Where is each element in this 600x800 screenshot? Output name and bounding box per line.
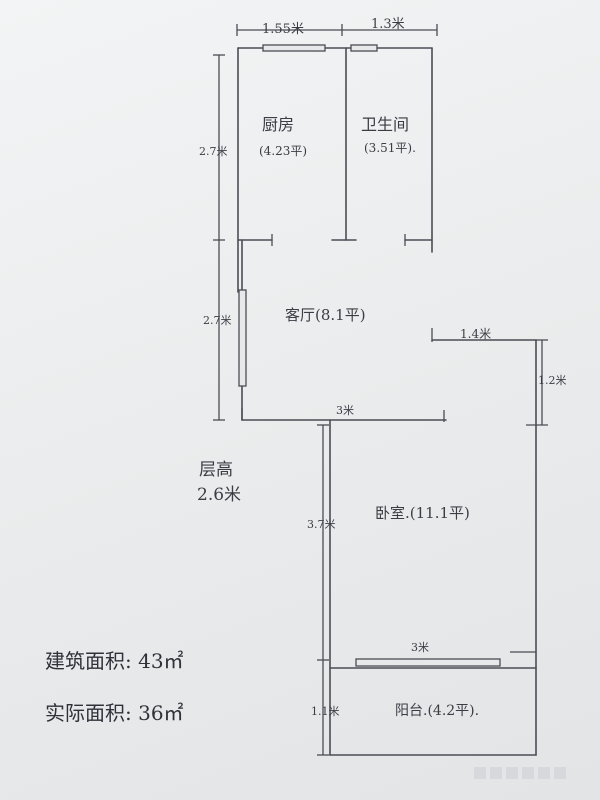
- dim-bath-width: 1.3米: [371, 17, 405, 32]
- watermark-block-5: [538, 767, 550, 779]
- watermark-block-6: [554, 767, 566, 779]
- dim-balcony-top-width: 1.4米: [460, 327, 491, 341]
- kitchen-window: [262, 44, 326, 52]
- room-bath-area: (3.51平).: [364, 141, 416, 155]
- balcony-door: [355, 658, 501, 667]
- ceiling-height-value: 2.6米: [197, 485, 241, 505]
- room-balcony-label: 阳台.(4.2平).: [395, 703, 479, 719]
- dimension-lines: [213, 24, 548, 756]
- dim-living-height: 2.7米: [203, 314, 232, 327]
- built-area-text: 建筑面积: 43㎡: [45, 649, 184, 673]
- actual-area-text: 实际面积: 36㎡: [45, 701, 184, 725]
- dim-bedroom-right-height: 1.2米: [538, 374, 567, 387]
- dim-bedroom-height: 3.7米: [307, 518, 336, 531]
- room-living-label: 客厅(8.1平): [285, 306, 366, 324]
- dim-kitchen-width: 1.55米: [262, 22, 304, 37]
- dim-kitchen-height: 2.7米: [199, 145, 228, 158]
- room-bedroom-label: 卧室.(11.1平): [375, 504, 470, 522]
- room-kitchen-area: (4.23平): [259, 144, 307, 158]
- bath-window: [350, 44, 378, 52]
- living-left-window: [238, 289, 247, 387]
- room-bath-name: 卫生间: [361, 115, 409, 134]
- room-kitchen-name: 厨房: [262, 115, 294, 134]
- walls-lower: [329, 419, 537, 756]
- watermark-block-1: [474, 767, 486, 779]
- watermark-block-2: [490, 767, 502, 779]
- ceiling-height-label: 层高: [199, 460, 233, 480]
- walls-upper: [237, 47, 433, 293]
- walls-living: [241, 239, 537, 756]
- watermark-block-4: [522, 767, 534, 779]
- dim-balcony-width: 3米: [411, 641, 429, 654]
- dim-balcony-height: 1.1米: [311, 705, 340, 718]
- dim-living-width: 3米: [336, 404, 354, 417]
- watermark-icon: [474, 767, 566, 779]
- watermark-block-3: [506, 767, 518, 779]
